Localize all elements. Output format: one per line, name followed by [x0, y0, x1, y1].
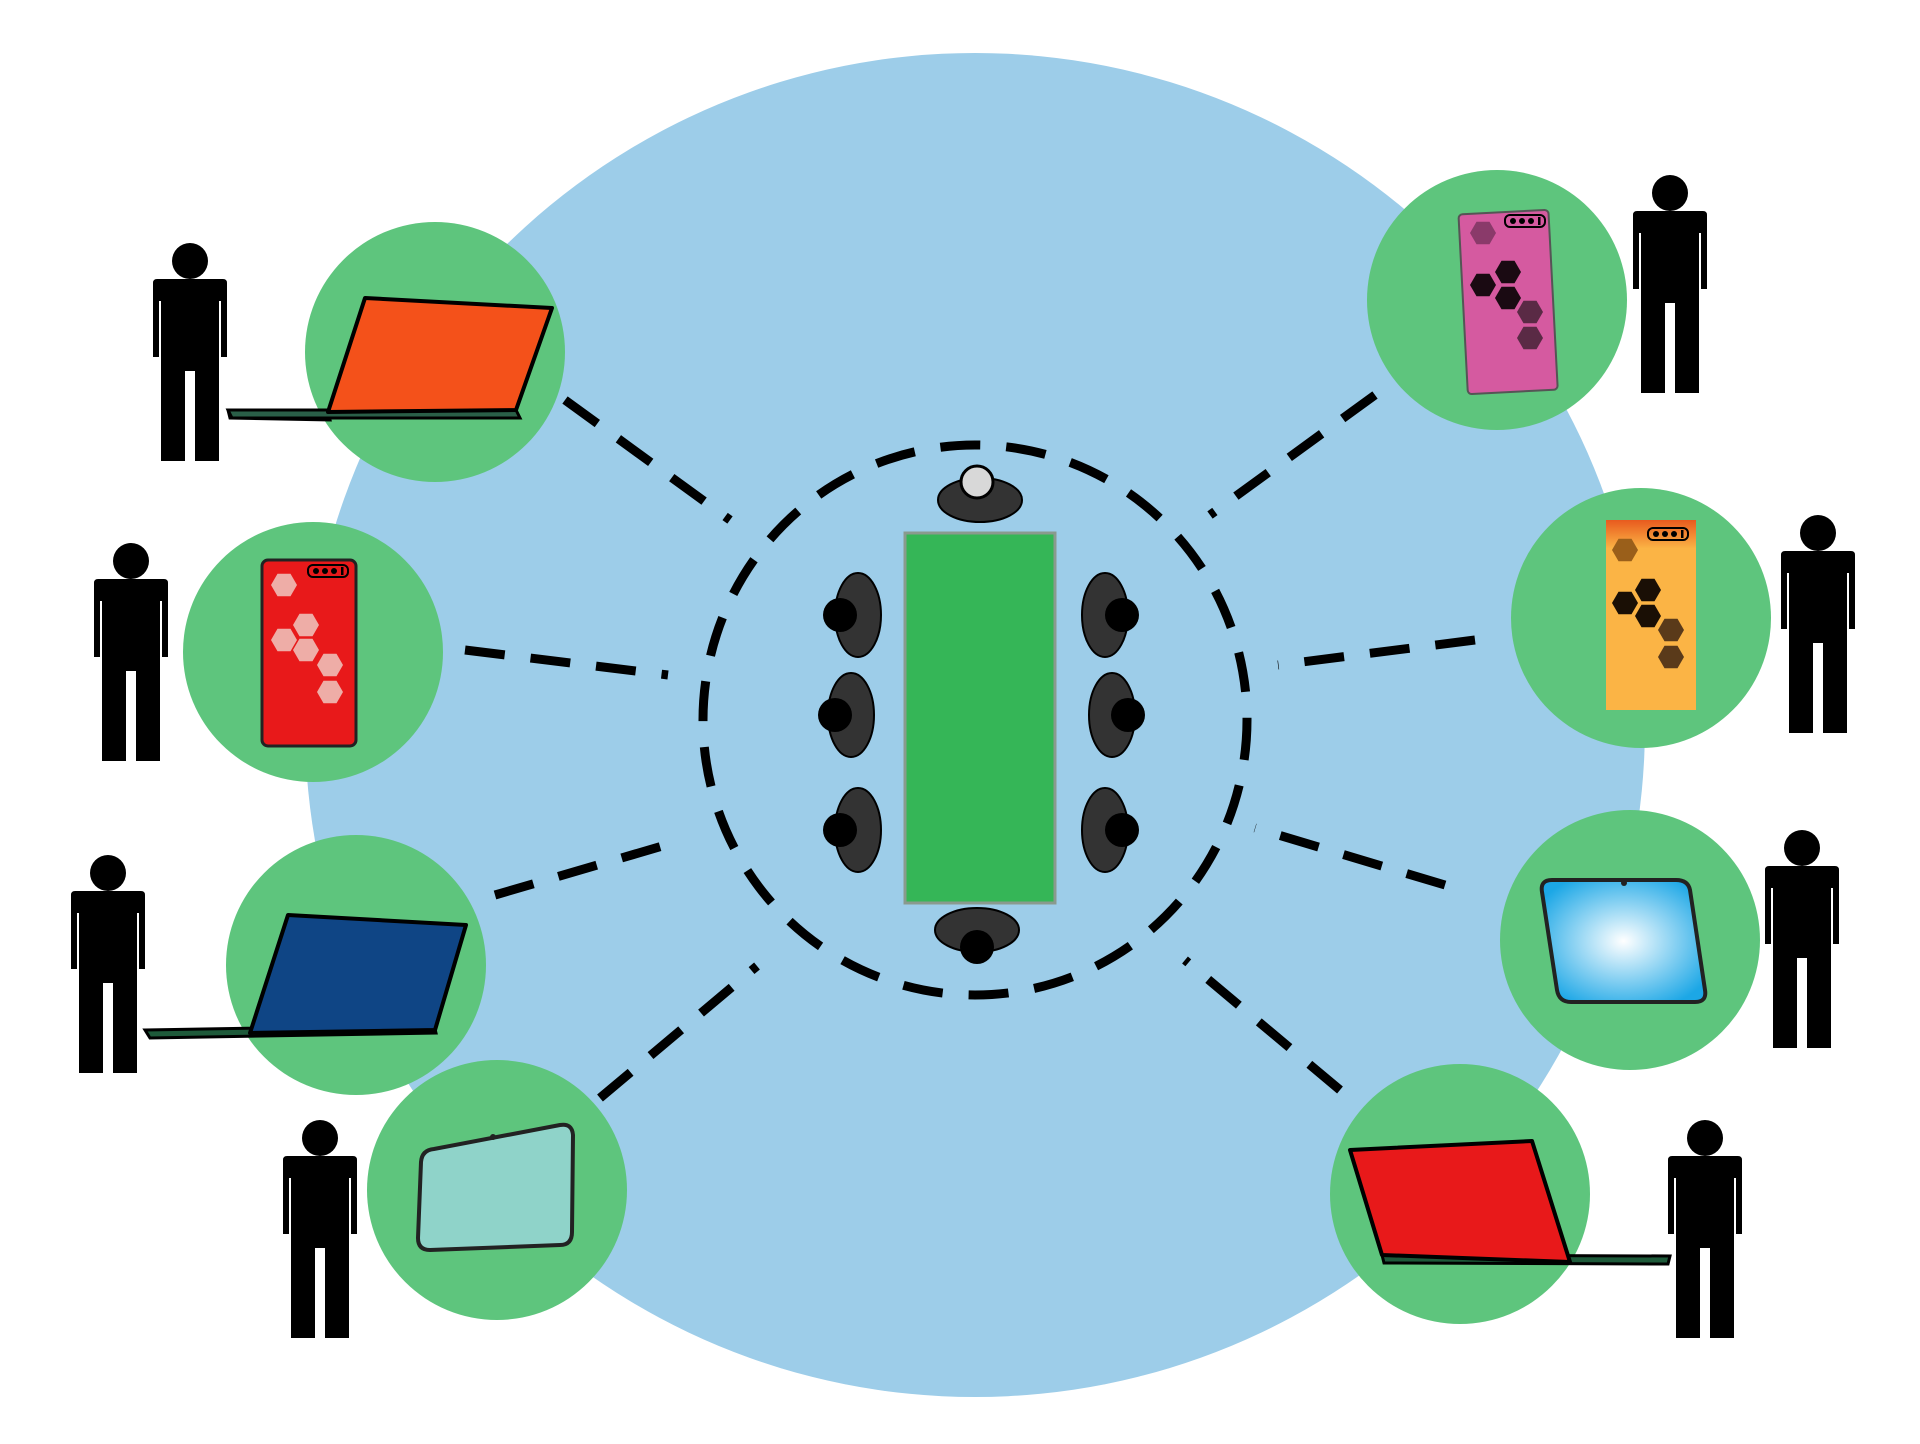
- attendee-head: [1105, 813, 1139, 847]
- laptop-icon: [225, 296, 554, 422]
- smartphone-icon: [1457, 208, 1559, 396]
- laptop-icon: [1348, 1139, 1672, 1266]
- person-icon: [1633, 175, 1707, 393]
- conference-table-icon: [818, 464, 1145, 964]
- person-icon: [283, 1120, 357, 1338]
- person-icon: [94, 543, 168, 761]
- meeting-room-dashed-boundary: [698, 440, 1252, 1000]
- chairperson-head: [959, 464, 995, 500]
- person-icon: [71, 855, 145, 1073]
- connection-lines: [464, 391, 1476, 1102]
- connection-line: [493, 835, 685, 900]
- person-icon: [153, 243, 227, 461]
- connection-line: [1253, 823, 1447, 890]
- connection-line: [562, 396, 733, 524]
- smartphone-icon: [260, 558, 358, 748]
- laptop-icon: [142, 913, 468, 1040]
- attendee-head: [823, 813, 857, 847]
- tablet-icon: [1539, 878, 1708, 1004]
- attendee-head: [818, 698, 852, 732]
- person-icon: [1765, 830, 1839, 1048]
- connection-line: [1277, 635, 1476, 670]
- connection-line: [597, 962, 760, 1102]
- attendee-head: [823, 598, 857, 632]
- attendee-head: [1105, 598, 1139, 632]
- attendee-head: [960, 930, 994, 964]
- person-icon: [1781, 515, 1855, 733]
- connection-line: [1182, 956, 1343, 1094]
- table: [903, 531, 1057, 905]
- smartphone-icon: [1606, 520, 1696, 710]
- tablet-icon: [415, 1122, 576, 1253]
- person-icon: [1668, 1120, 1742, 1338]
- attendee-head: [1111, 698, 1145, 732]
- connection-line: [1207, 391, 1378, 519]
- connection-line: [464, 645, 669, 680]
